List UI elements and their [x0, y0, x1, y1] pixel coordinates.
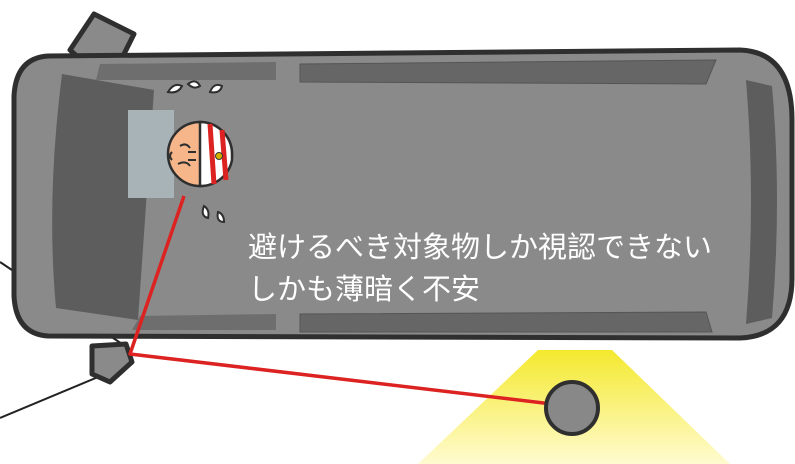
side-mirror-bottom	[89, 341, 135, 385]
sight-line	[128, 195, 553, 406]
rear-window	[746, 80, 777, 324]
caption-line-1: 避けるべき対象物しか視認できない	[248, 230, 713, 264]
sweat-drops	[166, 80, 226, 224]
roof-slit-small-top	[96, 62, 276, 80]
roof-slit-top	[299, 59, 717, 85]
obstacle-circle-icon	[544, 380, 600, 436]
worried-driver-icon	[166, 120, 234, 188]
cable-line	[0, 371, 111, 419]
seat-area	[128, 110, 174, 198]
roof-slit-small-bottom	[132, 314, 276, 330]
caption-line-2: しかも薄暗く不安	[248, 272, 481, 306]
roof-slit-bottom	[299, 311, 713, 333]
